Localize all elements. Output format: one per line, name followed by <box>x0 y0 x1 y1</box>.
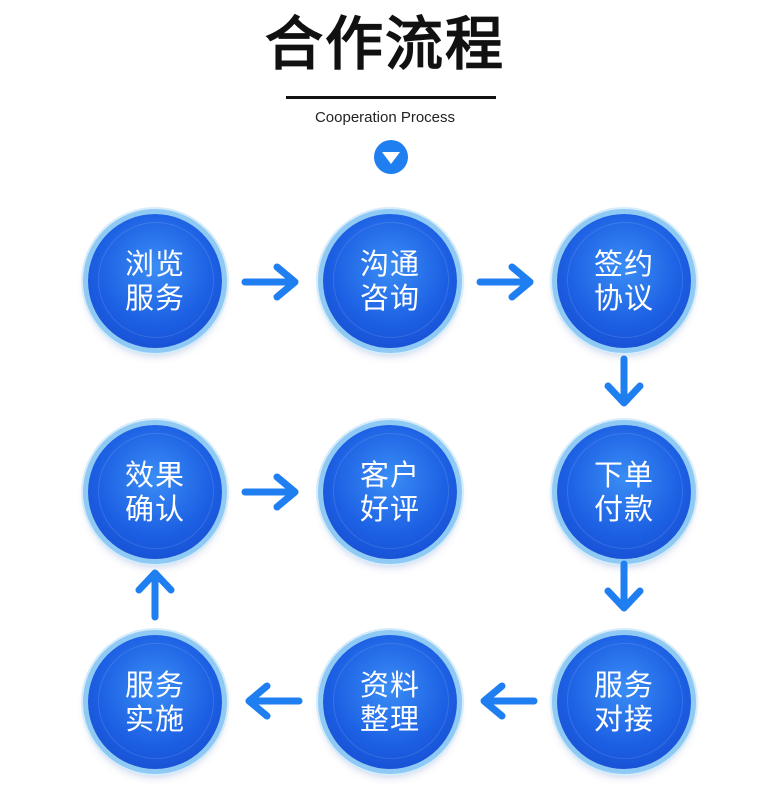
step-label-line1: 资料 <box>359 668 420 702</box>
step-service-handover: 服务 对接 <box>557 635 691 769</box>
arrow-right-icon <box>241 263 299 301</box>
arrow-down-icon <box>604 560 644 612</box>
arrow-up-icon <box>135 569 175 621</box>
step-label-line2: 整理 <box>359 702 420 736</box>
arrow-left-icon <box>480 682 538 720</box>
step-material-organizing: 资料 整理 <box>323 635 457 769</box>
step-label-line2: 协议 <box>593 281 654 315</box>
step-label-line1: 浏览 <box>124 247 185 281</box>
step-label-line2: 付款 <box>593 492 654 526</box>
step-label-line1: 服务 <box>124 668 185 702</box>
step-label-line1: 下单 <box>593 458 654 492</box>
step-confirm-effect: 效果 确认 <box>88 425 222 559</box>
step-consult: 沟通 咨询 <box>323 214 457 348</box>
step-label-line1: 服务 <box>593 668 654 702</box>
step-sign-agreement: 签约 协议 <box>557 214 691 348</box>
step-label-line2: 好评 <box>359 492 420 526</box>
step-label-line2: 确认 <box>124 492 185 526</box>
step-label-line1: 沟通 <box>359 247 420 281</box>
step-label-line1: 签约 <box>593 247 654 281</box>
step-label-line1: 客户 <box>359 458 420 492</box>
arrow-right-icon <box>476 263 534 301</box>
page-title: 合作流程 <box>264 10 505 78</box>
step-label-line2: 服务 <box>124 281 185 315</box>
step-label-line2: 咨询 <box>359 281 420 315</box>
arrow-left-icon <box>245 682 303 720</box>
step-order-payment: 下单 付款 <box>557 425 691 559</box>
step-label-line2: 实施 <box>124 702 185 736</box>
arrow-down-icon <box>604 355 644 407</box>
step-label-line1: 效果 <box>124 458 185 492</box>
chevron-down-icon <box>374 140 408 174</box>
title-divider <box>286 96 496 99</box>
step-customer-review: 客户 好评 <box>323 425 457 559</box>
step-browse-service: 浏览 服务 <box>88 214 222 348</box>
step-label-line2: 对接 <box>593 702 654 736</box>
arrow-right-icon <box>241 473 299 511</box>
step-service-implementation: 服务 实施 <box>88 635 222 769</box>
page-subtitle: Cooperation Process <box>314 109 456 126</box>
